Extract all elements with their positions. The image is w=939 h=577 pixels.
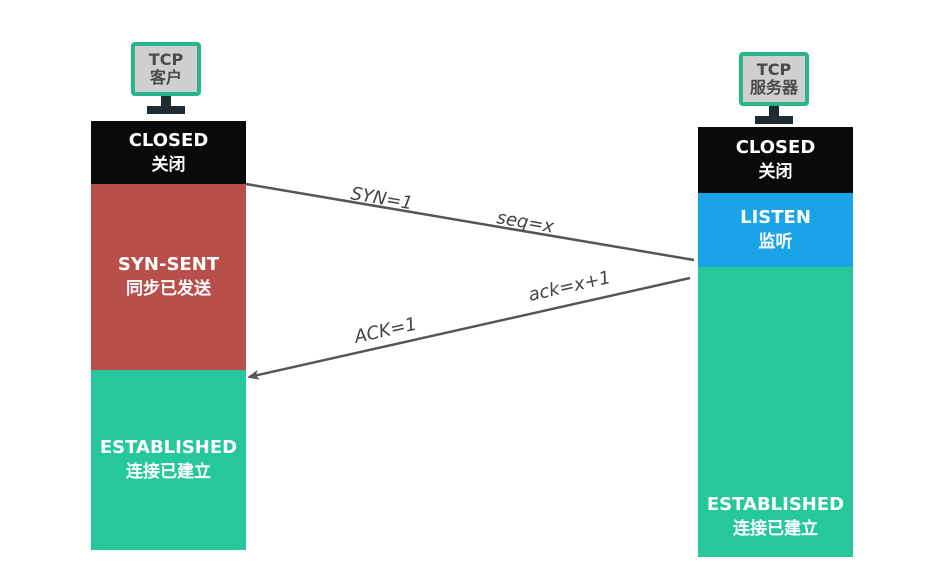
server-state-closed: CLOSED 关闭: [698, 127, 853, 193]
server-listen-label-zh: 监听: [758, 232, 793, 252]
seq-label: seq=x: [495, 207, 556, 237]
client-state-closed: CLOSED 关闭: [91, 121, 246, 184]
client-established-label: ESTABLISHED: [99, 437, 238, 458]
server-closed-label: CLOSED: [735, 137, 816, 158]
syn-arrow: [245, 182, 695, 262]
client-closed-label: CLOSED: [128, 129, 209, 151]
client-syn-sent-label-zh: 同步已发送: [126, 279, 211, 299]
ack-number-label: ack=x+1: [527, 267, 613, 306]
syn-label: SYN=1: [349, 183, 414, 214]
client-state-syn-sent: SYN-SENT 同步已发送: [91, 184, 246, 370]
server-state-established: ESTABLISHED 连接已建立: [698, 267, 853, 557]
server-computer-icon: TCP 服务器: [739, 52, 809, 128]
server-state-listen: LISTEN 监听: [698, 193, 853, 267]
server-monitor-base: [755, 116, 793, 124]
ack-arrow: [247, 276, 691, 380]
client-monitor-base: [147, 106, 185, 114]
client-syn-sent-label: SYN-SENT: [117, 254, 220, 275]
server-established-label-zh: 连接已建立: [733, 519, 818, 539]
client-monitor-screen: TCP 客户: [131, 42, 201, 96]
server-monitor-screen: TCP 服务器: [739, 52, 809, 106]
client-monitor-line2: 客户: [149, 68, 182, 87]
server-listen-label: LISTEN: [740, 207, 811, 228]
server-monitor-neck: [769, 106, 779, 116]
client-state-established: ESTABLISHED 连接已建立: [91, 370, 246, 550]
server-monitor-line1: TCP: [756, 60, 792, 79]
server-closed-label-zh: 关闭: [758, 162, 793, 182]
client-computer-icon: TCP 客户: [131, 42, 201, 118]
client-monitor-neck: [161, 96, 171, 106]
client-established-label-zh: 连接已建立: [126, 462, 211, 482]
client-monitor-line1: TCP: [148, 50, 184, 69]
server-established-label: ESTABLISHED: [706, 494, 845, 515]
client-closed-label-zh: 关闭: [151, 154, 186, 175]
ack-flag-label: ACK=1: [352, 314, 419, 349]
server-monitor-line2: 服务器: [749, 78, 798, 97]
